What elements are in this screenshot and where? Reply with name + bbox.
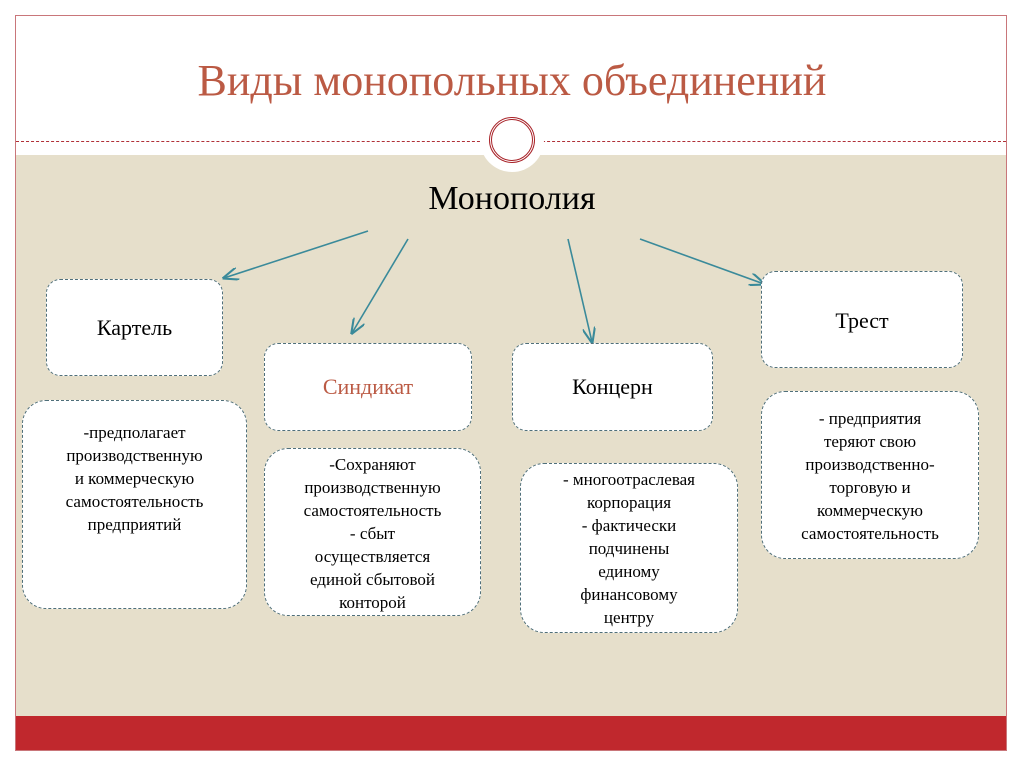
desc-line: - предприятия (818, 409, 922, 428)
desc-line: самостоятельность (303, 501, 442, 520)
desc-line: единой сбытовой (309, 570, 436, 589)
node-sindikat: Синдикат (264, 343, 472, 431)
desc-line: центру (603, 608, 655, 627)
desc-line: коммерческую (817, 501, 923, 520)
desc-line: - многоотраслевая (562, 470, 695, 489)
desc-line: и коммерческую (74, 469, 195, 488)
slide-title: Виды монопольных объединений (197, 56, 827, 105)
node-trest: Трест (761, 271, 963, 368)
arrow-kartel (224, 230, 369, 278)
desc-koncern: - многоотраслевая корпорация - фактическ… (520, 463, 738, 633)
desc-line: подчинены (588, 539, 670, 558)
desc-line: - фактически (581, 516, 677, 535)
desc-trest: - предприятия теряют свою производственн… (761, 391, 979, 559)
arrow-koncern (567, 238, 592, 342)
desc-line: финансовому (580, 585, 678, 604)
desc-line: самостоятельность (801, 524, 939, 543)
desc-line: конторой (339, 593, 406, 612)
desc-line: единому (598, 562, 660, 581)
root-node: Монополия (428, 180, 596, 217)
desc-line: производственную (66, 446, 203, 465)
desc-line: - сбыт (349, 524, 396, 543)
desc-line: производственно- (805, 455, 935, 474)
slide-frame (15, 15, 1007, 751)
desc-line: осуществляется (314, 547, 431, 566)
ornament-ring-icon (489, 117, 535, 163)
desc-line: торговую и (829, 478, 911, 497)
arrow-trest (639, 238, 764, 284)
desc-line: самостоятельность (65, 492, 204, 511)
node-koncern: Концерн (512, 343, 713, 431)
desc-line: предприятий (87, 515, 182, 534)
desc-line: производственную (304, 478, 441, 497)
arrow-sindikat (352, 238, 409, 333)
desc-line: корпорация (586, 493, 672, 512)
desc-kartel: -предполагает производственную и коммерч… (22, 400, 247, 609)
node-kartel: Картель (46, 279, 223, 376)
desc-line: теряют свою (823, 432, 917, 451)
desc-line: -предполагает (83, 423, 186, 442)
desc-sindikat: -Сохраняют производственную самостоятель… (264, 448, 481, 616)
desc-line: -Сохраняют (329, 455, 416, 474)
bottom-band (16, 716, 1006, 750)
